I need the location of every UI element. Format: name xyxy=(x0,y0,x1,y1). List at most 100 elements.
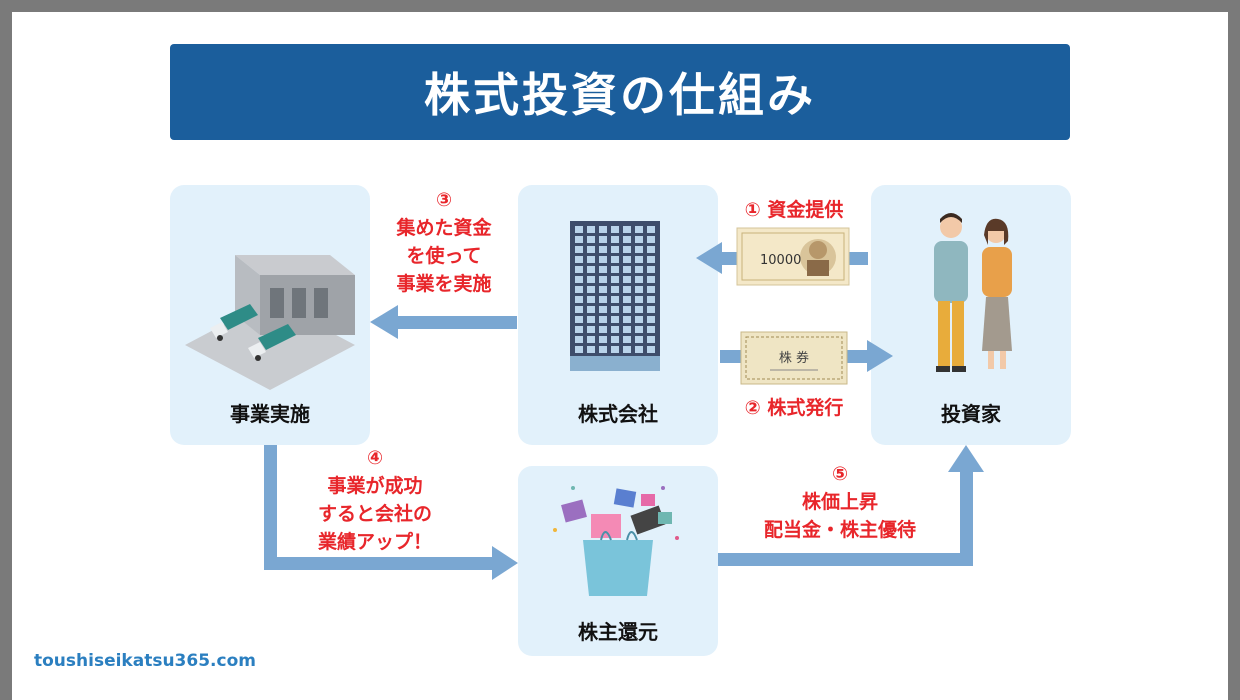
building-window xyxy=(647,326,655,333)
arrow-business-to-return xyxy=(264,445,518,580)
node-return-label: 株主還元 xyxy=(578,620,658,644)
building-window xyxy=(623,276,631,283)
building-window xyxy=(575,256,583,263)
building-window xyxy=(599,236,607,243)
building-window xyxy=(575,246,583,253)
building-window xyxy=(599,346,607,353)
warehouse-icon xyxy=(185,255,355,390)
building-window xyxy=(611,346,619,353)
building-window xyxy=(623,346,631,353)
building-window xyxy=(611,336,619,343)
building-window xyxy=(575,226,583,233)
site-url: toushiseikatsu365.com xyxy=(34,651,256,671)
building-window xyxy=(647,346,655,353)
banknote-icon: 10000 xyxy=(736,227,850,286)
building-window xyxy=(575,286,583,293)
building-window xyxy=(647,276,655,283)
building-window xyxy=(587,226,595,233)
building-window xyxy=(647,336,655,343)
building-window xyxy=(647,286,655,293)
building-window xyxy=(623,316,631,323)
building-window xyxy=(635,296,643,303)
building-window xyxy=(611,276,619,283)
step-2-num: ② xyxy=(744,397,761,419)
step-4-num: ④ xyxy=(366,447,384,469)
step-2-text: 株式発行 xyxy=(767,397,844,419)
step-5-line: 株価上昇 xyxy=(801,491,878,513)
building-window xyxy=(635,286,643,293)
building-window xyxy=(575,266,583,273)
building-window xyxy=(575,316,583,323)
step-3-line: を使って xyxy=(406,245,482,267)
step-2-note: ② 株式発行 xyxy=(730,394,858,422)
building-window xyxy=(623,306,631,313)
building-window xyxy=(599,286,607,293)
step-3-line: 集めた資金 xyxy=(396,217,492,239)
building-window xyxy=(575,346,583,353)
building-window xyxy=(587,276,595,283)
building-window xyxy=(599,226,607,233)
building-window xyxy=(611,306,619,313)
building-window xyxy=(623,256,631,263)
building-window xyxy=(611,256,619,263)
building-window xyxy=(647,226,655,233)
building-window xyxy=(599,316,607,323)
building-window xyxy=(647,306,655,313)
building-window xyxy=(635,346,643,353)
building-window xyxy=(635,246,643,253)
building-window xyxy=(635,256,643,263)
building-window xyxy=(575,306,583,313)
building-window xyxy=(599,266,607,273)
building-window xyxy=(587,256,595,263)
step-5-num: ⑤ xyxy=(831,463,849,485)
building-window xyxy=(623,326,631,333)
building-window xyxy=(599,276,607,283)
building-window xyxy=(611,326,619,333)
building-window xyxy=(647,256,655,263)
step-4-line: 事業が成功 xyxy=(327,475,423,497)
building-window xyxy=(611,236,619,243)
step-5-line: 配当金・株主優待 xyxy=(763,519,916,541)
building-window xyxy=(647,246,655,253)
step-4-line: 業績アップ！ xyxy=(317,531,432,553)
building-window xyxy=(599,326,607,333)
building-window xyxy=(587,246,595,253)
building-window xyxy=(635,336,643,343)
building-window xyxy=(623,266,631,273)
building-window xyxy=(635,276,643,283)
building-window xyxy=(647,316,655,323)
step-4-note: ④ 事業が成功 すると会社の 業績アップ！ xyxy=(300,444,450,556)
page-title: 株式投資の仕組み xyxy=(424,68,816,122)
building-window xyxy=(635,266,643,273)
step-4-line: すると会社の xyxy=(317,503,432,525)
step-3-note: ③ 集めた資金 を使って 事業を実施 xyxy=(378,186,510,298)
building-window xyxy=(575,236,583,243)
building-window xyxy=(635,236,643,243)
node-company-label: 株式会社 xyxy=(578,402,658,426)
building-window xyxy=(587,296,595,303)
building-window xyxy=(611,226,619,233)
step-1-num: ① xyxy=(744,199,761,221)
arrow-company-to-business xyxy=(370,305,517,339)
building-window xyxy=(587,266,595,273)
building-window xyxy=(587,286,595,293)
building-window xyxy=(623,236,631,243)
node-business: 事業実施 xyxy=(170,185,370,445)
step-5-note: ⑤ 株価上昇 配当金・株主優待 xyxy=(740,460,940,544)
building-window xyxy=(599,296,607,303)
building-window xyxy=(575,276,583,283)
building-window xyxy=(611,246,619,253)
title-banner: 株式投資の仕組み xyxy=(170,44,1070,140)
building-window xyxy=(599,246,607,253)
building-window xyxy=(575,336,583,343)
banknote-amount: 10000 xyxy=(760,253,801,268)
gift-bag-icon xyxy=(553,486,679,596)
investors-couple-icon xyxy=(934,213,1012,372)
node-company: 株式会社 xyxy=(518,185,718,445)
building-window xyxy=(635,326,643,333)
building-window xyxy=(623,246,631,253)
building-window xyxy=(575,296,583,303)
building-window xyxy=(599,336,607,343)
building-window xyxy=(623,226,631,233)
